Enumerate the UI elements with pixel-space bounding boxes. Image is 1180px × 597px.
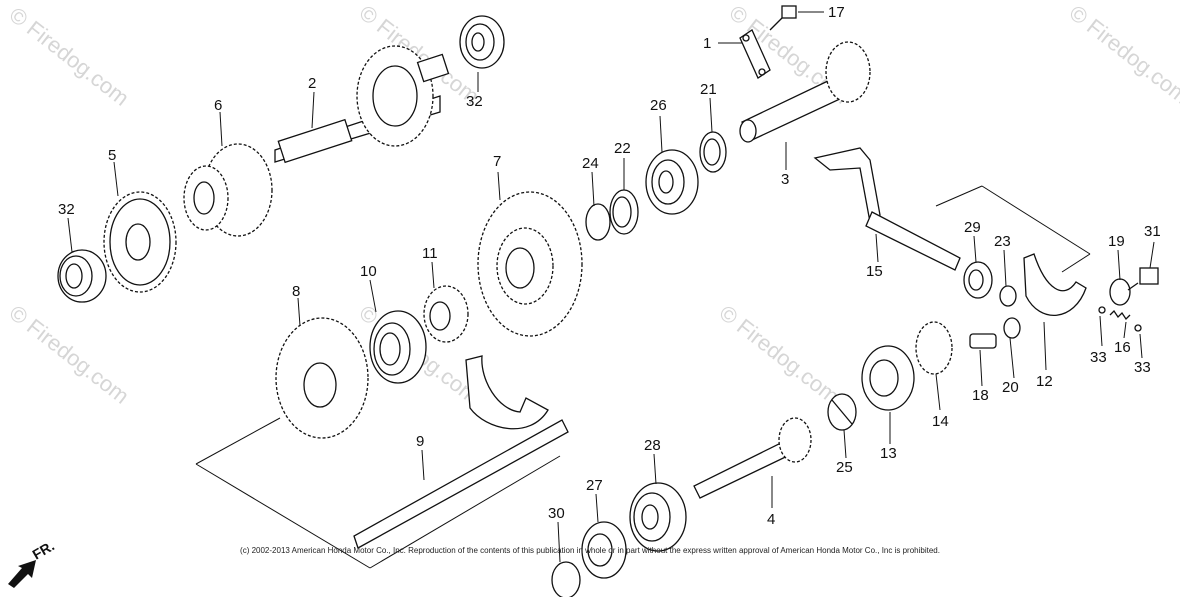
callout-12: 12 [1036, 373, 1053, 390]
washer-19 [1109, 278, 1131, 306]
mainshaft-2 [274, 45, 450, 164]
bolt-17 [769, 5, 797, 31]
callout-33: 33 [1134, 359, 1151, 376]
callout-32: 32 [58, 201, 75, 218]
copyright-notice: (c) 2002-2013 American Honda Motor Co., … [240, 546, 940, 555]
callout-9: 9 [416, 433, 424, 450]
circlip-30 [551, 561, 581, 597]
circlip-24 [585, 203, 611, 241]
callout-30: 30 [548, 505, 565, 522]
callout-5: 5 [108, 147, 116, 164]
callout-3: 3 [781, 171, 789, 188]
assembly-bracket-right [935, 185, 1091, 273]
callout-19: 19 [1108, 233, 1125, 250]
callout-22: 22 [614, 140, 631, 157]
callout-21: 21 [700, 81, 717, 98]
callout-27: 27 [586, 477, 603, 494]
callout-13: 13 [880, 445, 897, 462]
callout-7: 7 [493, 153, 501, 170]
bearing-32-top [459, 15, 505, 69]
callout-1: 1 [703, 35, 711, 52]
callout-23: 23 [994, 233, 1011, 250]
callout-6: 6 [214, 97, 222, 114]
needle-bearing-25 [827, 393, 857, 431]
gear-5 [103, 191, 177, 293]
washer-20 [1003, 317, 1021, 339]
bearing-28 [629, 482, 687, 552]
ball-33 [1098, 306, 1142, 332]
callout-25: 25 [836, 459, 853, 476]
callout-11: 11 [422, 245, 438, 262]
seal-29 [963, 261, 993, 299]
callout-10: 10 [360, 263, 377, 280]
gear-8 [275, 317, 369, 439]
fork-shaft-9 [353, 355, 569, 549]
plate-1 [739, 29, 771, 79]
gear-7 [477, 191, 583, 337]
gear-10 [369, 310, 427, 384]
callout-4: 4 [767, 511, 775, 528]
pin-18 [969, 333, 997, 349]
gear-11 [423, 285, 469, 343]
callout-24: 24 [582, 155, 599, 172]
bearing-32-left [57, 249, 107, 303]
shift-arm-15 [813, 147, 961, 271]
front-direction-arrow-icon: FR. [8, 538, 57, 588]
seal-27 [581, 521, 627, 579]
callout-16: 16 [1114, 339, 1131, 356]
callout-32: 32 [466, 93, 483, 110]
callout-20: 20 [1002, 379, 1019, 396]
washer-21 [699, 131, 727, 173]
callout-labels: 1 17 2 32 6 5 32 26 21 22 24 7 3 15 29 2… [58, 4, 1161, 528]
bolt-31 [1127, 267, 1159, 291]
callout-31: 31 [1144, 223, 1161, 240]
shaft-4 [693, 417, 812, 499]
spring-16 [1109, 309, 1131, 321]
callout-15: 15 [866, 263, 883, 280]
callout-33: 33 [1090, 349, 1107, 366]
callout-2: 2 [308, 75, 316, 92]
callout-8: 8 [292, 283, 300, 300]
gear-6 [183, 143, 273, 237]
callout-26: 26 [650, 97, 667, 114]
washer-22 [609, 189, 639, 235]
callout-14: 14 [932, 413, 949, 430]
callout-18: 18 [972, 387, 989, 404]
shift-fork-12 [1023, 253, 1087, 317]
gear-14 [915, 321, 953, 375]
countershaft-3 [739, 41, 871, 143]
bearing-26 [645, 149, 699, 215]
washer-23 [999, 285, 1017, 307]
callout-29: 29 [964, 219, 981, 236]
gear-13 [861, 345, 915, 411]
leader-lines [67, 11, 1155, 563]
callout-28: 28 [644, 437, 661, 454]
assembly-bracket-left [195, 417, 561, 569]
callout-17: 17 [828, 4, 845, 21]
